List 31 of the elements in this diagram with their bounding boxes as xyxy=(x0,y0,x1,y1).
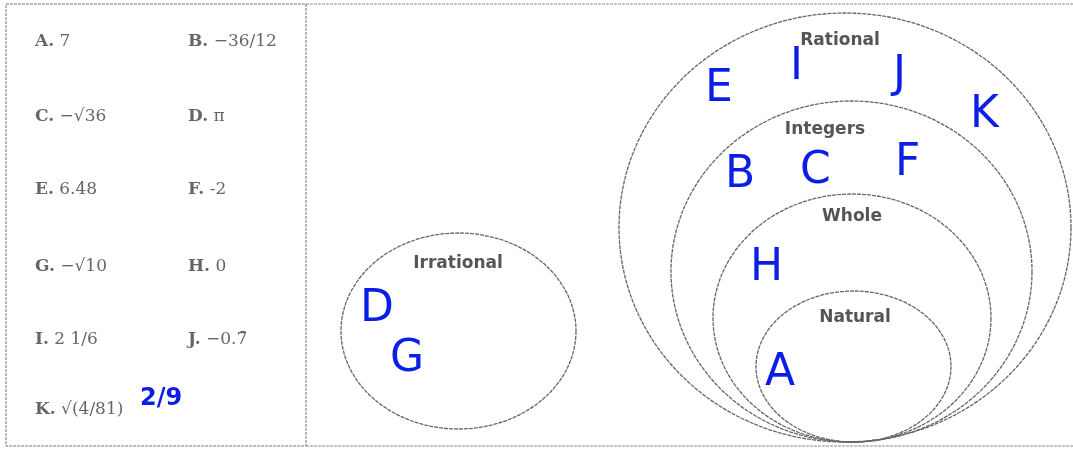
set-label: Integers xyxy=(784,118,866,138)
handwritten-letter: C xyxy=(800,146,831,190)
number-item: J. −0.7̄ xyxy=(188,328,248,348)
handwritten-letter: B xyxy=(725,150,756,194)
number-item: I. 2 1/6 xyxy=(35,328,98,348)
set-label: Rational xyxy=(800,29,880,49)
set-ellipse xyxy=(618,12,1072,443)
handwritten-letter: I xyxy=(790,42,803,86)
handwritten-letter: F xyxy=(895,138,921,182)
number-item: B. −36/12 xyxy=(188,30,277,50)
handwritten-letter: H xyxy=(750,243,784,287)
number-item: H. 0 xyxy=(188,255,227,275)
number-item: C. −√36 xyxy=(35,105,107,125)
handwritten-letter: A xyxy=(765,348,796,392)
set-ellipse xyxy=(755,290,952,443)
handwritten-letter: G xyxy=(390,334,425,378)
set-label: Irrational xyxy=(413,252,503,272)
handwritten-answer: 2/9 xyxy=(140,383,183,411)
number-item: K. √(4/81) xyxy=(35,398,124,418)
set-ellipse xyxy=(340,232,577,430)
number-item: E. 6.48 xyxy=(35,178,98,198)
number-item: G. −√10 xyxy=(35,255,107,275)
number-item: F. -2 xyxy=(188,178,227,198)
set-ellipse xyxy=(712,193,992,443)
number-item: A. 7 xyxy=(35,30,71,50)
handwritten-letter: D xyxy=(360,284,394,328)
handwritten-letter: K xyxy=(970,90,999,134)
handwritten-letter: E xyxy=(705,64,733,108)
number-item: D. π xyxy=(188,105,225,125)
set-label: Natural xyxy=(819,306,891,326)
set-label: Whole xyxy=(822,205,882,225)
